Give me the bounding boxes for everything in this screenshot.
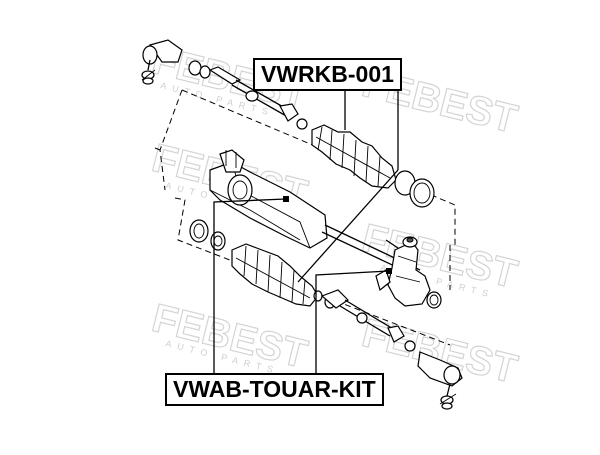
callout-lines — [213, 88, 399, 373]
boot-clamp-top — [394, 170, 435, 208]
rack-housing — [209, 149, 421, 278]
pinion-valve — [375, 236, 442, 309]
inner-tie-rod-top — [208, 66, 308, 130]
lock-nut-top — [188, 60, 211, 79]
watermark-layer: FEBEST FEBEST FEBEST FEBEST FEBEST FEBES… — [147, 37, 522, 392]
callout-top-to-bottom-boot — [297, 169, 399, 283]
watermark-brand: FEBEST — [148, 296, 312, 377]
callout-bottom-right-leg — [315, 270, 390, 373]
tie-rod-end-right — [417, 351, 463, 410]
steering-boot-top — [311, 124, 397, 189]
boot-clamp-lower-left — [189, 219, 226, 251]
assembly-frame — [154, 89, 456, 346]
inner-tie-rod-bottom — [320, 289, 416, 352]
part-number-label-top: VWRKB-001 — [253, 58, 402, 91]
part-number-label-bottom: VWAB-TOUAR-KIT — [165, 373, 384, 406]
tie-rod-end-left — [141, 39, 183, 85]
callout-bottom-left-leg — [213, 198, 287, 373]
steering-boot-bottom — [231, 243, 319, 307]
